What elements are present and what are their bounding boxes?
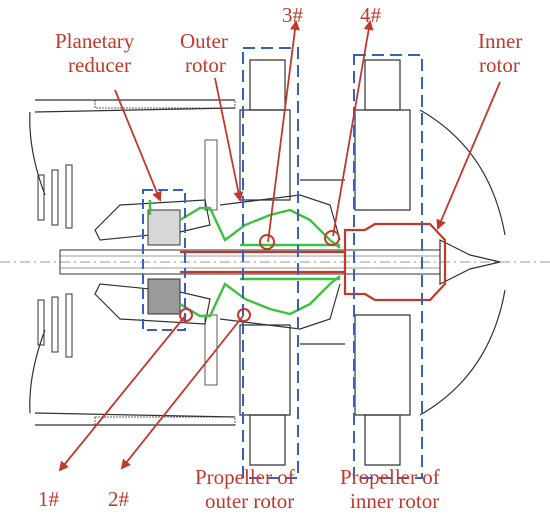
inner-blade-root-lower <box>364 414 401 466</box>
outer-blade-root-upper <box>249 59 286 111</box>
labels: Planetary reducer Outer rotor Inner roto… <box>38 3 522 513</box>
bearing-markers <box>179 230 340 322</box>
arrow-outer-rotor <box>214 77 244 202</box>
label-prop-outer-1: Propeller of <box>195 465 295 489</box>
rear-spinner <box>439 239 501 285</box>
label-inner-rotor-2: rotor <box>479 53 520 77</box>
nacelle-lower <box>29 329 236 426</box>
label-prop-inner-1: Propeller of <box>340 465 440 489</box>
inlet-hatch-upper <box>94 99 236 109</box>
rear-cone-lower <box>419 289 506 416</box>
propeller-outer-box <box>242 47 299 479</box>
arrow-bearing-3 <box>267 20 300 243</box>
inner-propeller-hub-lower <box>354 314 411 416</box>
arrow-planetary-reducer <box>114 89 162 202</box>
outer-blade-root-lower <box>249 414 286 466</box>
label-bearing-4: 4# <box>360 3 382 27</box>
label-prop-outer-2: outer rotor <box>205 489 294 513</box>
outer-rotor-shell-lower <box>219 283 341 330</box>
label-prop-inner-2: inner rotor <box>350 489 439 513</box>
planet-gear-upper <box>147 209 181 246</box>
label-planetary-reducer-2: reducer <box>68 53 131 77</box>
compressor-blades <box>37 164 73 358</box>
reducer-box <box>142 189 186 331</box>
label-bearing-3: 3# <box>282 3 304 27</box>
inlet-hatch-lower <box>94 416 236 426</box>
bearing-3-marker <box>259 234 275 250</box>
label-planetary-reducer-1: Planetary <box>55 29 135 53</box>
mechanical-drawing <box>0 59 550 466</box>
bearing-4-marker <box>324 230 340 246</box>
arrow-inner-rotor <box>436 81 501 230</box>
label-bearing-1: 1# <box>38 487 60 511</box>
arrow-bearing-1 <box>58 314 187 472</box>
nacelle-upper <box>29 99 236 196</box>
reducer-casing-lower <box>94 283 211 325</box>
label-outer-rotor-2: rotor <box>185 53 226 77</box>
reducer-casing-upper <box>94 199 211 241</box>
bearing-2-marker <box>237 308 251 322</box>
reducer-hatch <box>204 139 218 211</box>
label-bearing-2: 2# <box>108 487 130 511</box>
planet-gear-lower <box>147 278 181 315</box>
bearing-1-marker <box>179 308 193 322</box>
inner-propeller-hub-upper <box>354 109 411 211</box>
label-outer-rotor-1: Outer <box>180 29 228 53</box>
propeller-inner-box <box>353 54 423 479</box>
inner-blade-root-upper <box>364 59 401 111</box>
leader-arrows <box>58 20 501 472</box>
arrow-bearing-2 <box>120 315 244 470</box>
inner-rotor-path <box>180 222 447 302</box>
rear-cone-upper <box>419 109 506 236</box>
outer-rotor-path <box>148 200 341 318</box>
arrow-bearing-4 <box>332 20 374 237</box>
outer-propeller-hub-lower <box>239 324 291 416</box>
label-inner-rotor-1: Inner <box>478 29 522 53</box>
